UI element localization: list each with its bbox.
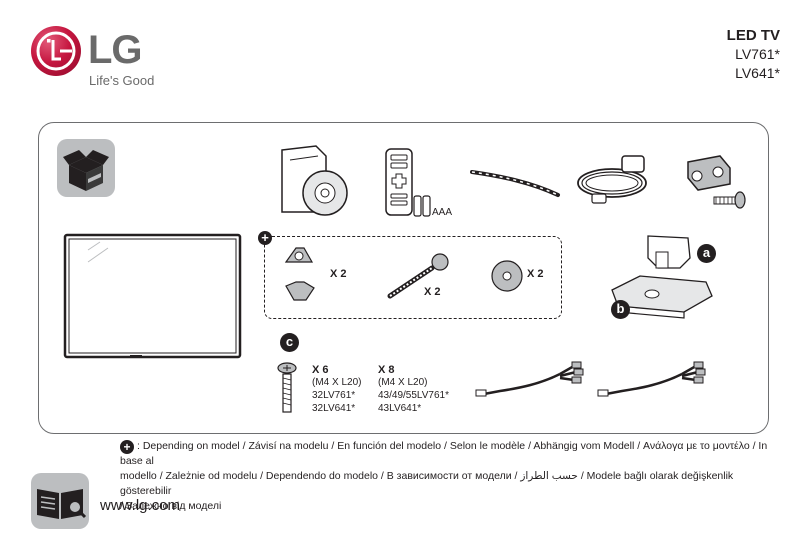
brand-logo-text: LG	[88, 28, 143, 72]
screws-group-2-qty: X 8	[378, 364, 395, 376]
open-box-icon	[57, 139, 115, 197]
screws-group-2-model: 43/49/55LV761*	[378, 390, 449, 401]
stand-part-b-badge: b	[611, 300, 630, 319]
qty-bolts: X 2	[424, 286, 441, 298]
accessories-panel	[38, 122, 769, 434]
product-title: LED TV	[726, 27, 780, 44]
product-header: LED TV LV761* LV641*	[727, 26, 780, 83]
model-dependency-note: +: Depending on model / Závisí na modelu…	[120, 439, 782, 514]
screws-group-1-qty: X 6	[312, 364, 329, 376]
open-box-glyph-icon	[63, 150, 109, 191]
qty-cable-guide: X 2	[330, 268, 347, 280]
website-link[interactable]: www.lg.com	[100, 497, 181, 514]
screws-group-1-spec: (M4 X L20)	[312, 377, 362, 388]
model-number: LV761*	[735, 46, 780, 62]
note-line: +: Depending on model / Závisí na modelu…	[120, 439, 782, 469]
screws-group-2-model: 43LV641*	[378, 403, 422, 414]
note-line: modello / Zależnie od modelu / Dependend…	[120, 470, 734, 497]
battery-label: AAA	[432, 207, 453, 218]
brand-tagline: Life's Good	[89, 73, 155, 88]
screws-group-1-model: 32LV641*	[312, 403, 356, 414]
open-book-icon	[37, 489, 87, 519]
screw-marker-badge: c	[280, 333, 299, 352]
screws-group-2: X 8 (M4 X L20) 43/49/55LV761* 43LV641*	[378, 364, 449, 415]
lg-logo-icon	[31, 26, 81, 76]
manual-magnifier-icon	[31, 473, 89, 529]
qty-washers: X 2	[527, 268, 544, 280]
optional-parts-box	[264, 236, 562, 319]
model-number: LV641*	[735, 65, 780, 81]
lg-logo-face-icon	[36, 31, 76, 71]
note-text: : Depending on model / Závisí na modelu …	[120, 440, 768, 467]
note-line: / Залежно від моделі	[120, 500, 222, 512]
screws-group-2-spec: (M4 X L20)	[378, 377, 428, 388]
stand-part-a-badge: a	[697, 244, 716, 263]
screws-group-1-model: 32LV761*	[312, 390, 356, 401]
plus-marker-icon: +	[258, 231, 272, 245]
screws-group-1: X 6 (M4 X L20) 32LV761* 32LV641*	[312, 364, 361, 415]
plus-marker-icon: +	[120, 440, 134, 454]
